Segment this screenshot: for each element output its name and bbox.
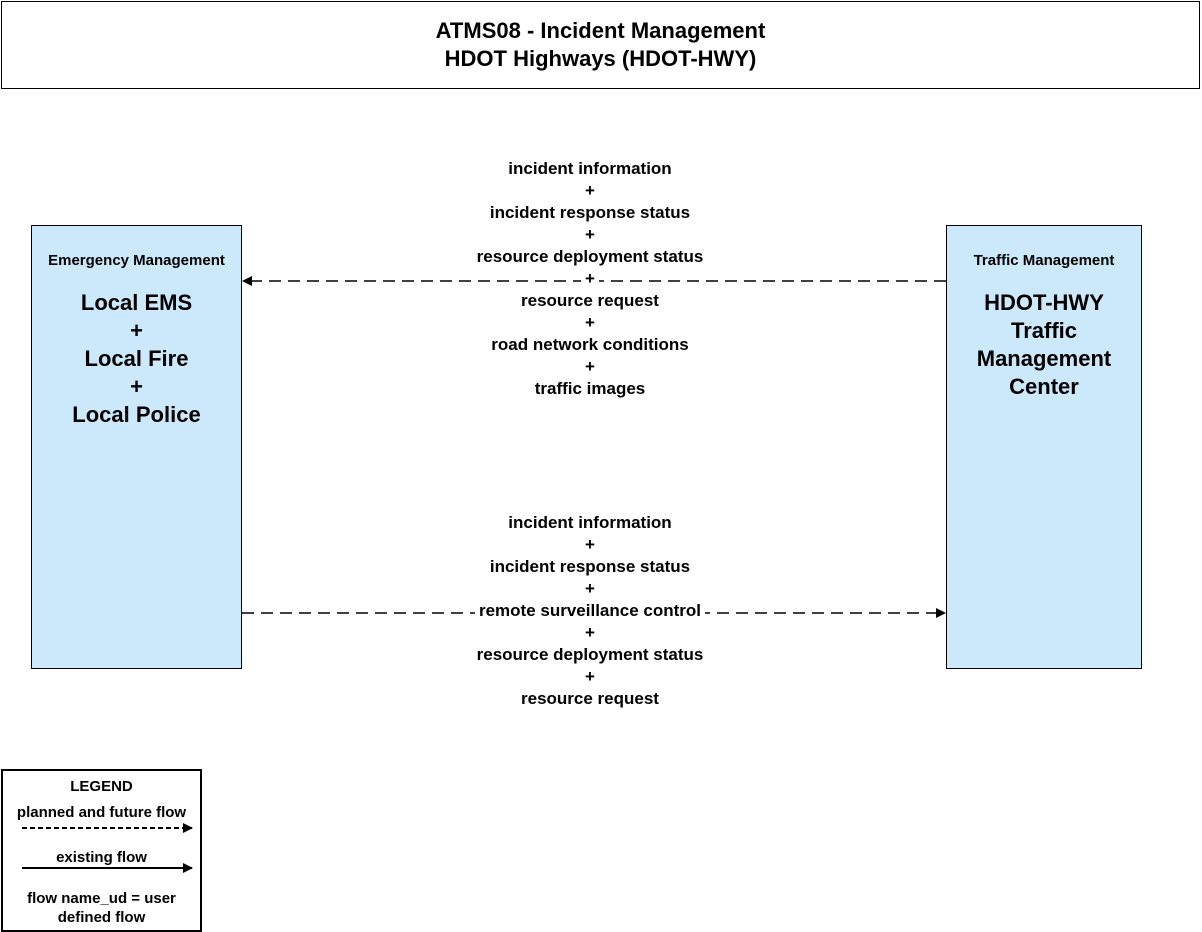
legend-samples — [22, 823, 193, 873]
node-category-label: Emergency Management — [48, 252, 225, 269]
node-entity-list: HDOT-HWY Traffic Management Center — [947, 289, 1141, 401]
entity-separator: + — [130, 374, 143, 399]
entity-local-police: Local Police — [72, 402, 201, 427]
flow-label: + — [440, 180, 740, 202]
flow-labels-to-emergency: incident information + incident response… — [440, 158, 740, 400]
entity-local-ems: Local EMS — [80, 290, 193, 315]
entity-line: Traffic — [1010, 318, 1078, 343]
flow-label: + — [440, 622, 740, 644]
flow-label: road network conditions — [440, 334, 740, 356]
flow-label: resource request — [440, 688, 740, 710]
entity-line: Center — [1009, 374, 1079, 399]
flow-label: + — [440, 534, 740, 556]
legend-planned-label: planned and future flow — [16, 804, 187, 821]
flow-label: + — [440, 224, 740, 246]
entity-local-fire: Local Fire — [84, 346, 189, 371]
traffic-management-node: Traffic Management HDOT-HWY Traffic Mana… — [946, 225, 1142, 669]
flow-label: + — [440, 578, 740, 600]
flow-label: incident information — [440, 158, 740, 180]
flow-label: + — [440, 356, 740, 378]
title-line-2: HDOT Highways (HDOT-HWY) — [444, 46, 757, 71]
flow-label: + — [440, 666, 740, 688]
legend-note-line-2: defined flow — [57, 909, 146, 926]
flow-label: incident information — [440, 512, 740, 534]
legend-note-line-1: flow name_ud = user — [27, 890, 176, 907]
flow-label: + — [440, 268, 740, 290]
legend-title: LEGEND — [70, 778, 133, 795]
entity-separator: + — [130, 318, 143, 343]
flow-label: resource deployment status — [440, 246, 740, 268]
node-category-label: Traffic Management — [973, 252, 1115, 269]
entity-line: Management — [976, 346, 1112, 371]
flow-label: resource request — [440, 290, 740, 312]
flow-label: traffic images — [440, 378, 740, 400]
entity-line: HDOT-HWY — [984, 290, 1104, 315]
flow-labels-to-traffic: incident information + incident response… — [440, 512, 740, 710]
node-entity-list: Local EMS + Local Fire + Local Police — [32, 289, 241, 429]
flow-label: + — [440, 312, 740, 334]
emergency-management-node: Emergency Management Local EMS + Local F… — [31, 225, 242, 669]
title-line-1: ATMS08 - Incident Management — [435, 18, 766, 43]
flow-label: incident response status — [440, 202, 740, 224]
flow-label: resource deployment status — [440, 644, 740, 666]
legend-box: LEGEND planned and future flow existing … — [1, 769, 202, 932]
legend-note: flow name_ud = user defined flow — [3, 889, 200, 927]
diagram-title: ATMS08 - Incident Management HDOT Highwa… — [1, 1, 1200, 89]
legend-existing-label: existing flow — [56, 849, 147, 866]
flow-label: remote surveillance control — [440, 600, 740, 622]
flow-label: incident response status — [440, 556, 740, 578]
